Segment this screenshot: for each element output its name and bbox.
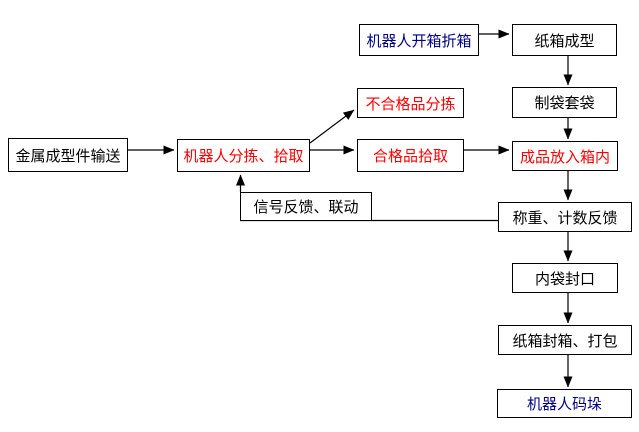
flowchart-node-qualified-picking: 合格品拾取: [357, 139, 464, 172]
flowchart-node-robot-carton-unfolding: 机器人开箱折箱: [359, 24, 479, 56]
flowchart-node-carton-forming: 纸箱成型: [512, 24, 617, 56]
flowchart-node-metal-part-conveying: 金属成型件输送: [8, 138, 128, 172]
flowchart-node-product-into-box: 成品放入箱内: [512, 141, 618, 171]
flowchart-node-signal-feedback-linkage: 信号反馈、联动: [240, 192, 372, 221]
flowchart-node-inner-bag-sealing: 内袋封口: [512, 263, 618, 293]
flowchart-node-weighing-counting-feedback: 称重、计数反馈: [498, 202, 632, 232]
arrow-sorting-to-defective: [309, 109, 355, 144]
flowchart-node-bag-making-bagging: 制袋套袋: [512, 87, 617, 118]
flowchart-node-robot-palletizing: 机器人码垛: [497, 389, 632, 418]
flowchart-node-robot-sorting-picking: 机器人分拣、拾取: [177, 139, 310, 172]
flowchart-node-carton-sealing-packing: 纸箱封箱、打包: [498, 325, 632, 355]
flowchart-node-defective-sorting: 不合格品分拣: [357, 88, 464, 118]
